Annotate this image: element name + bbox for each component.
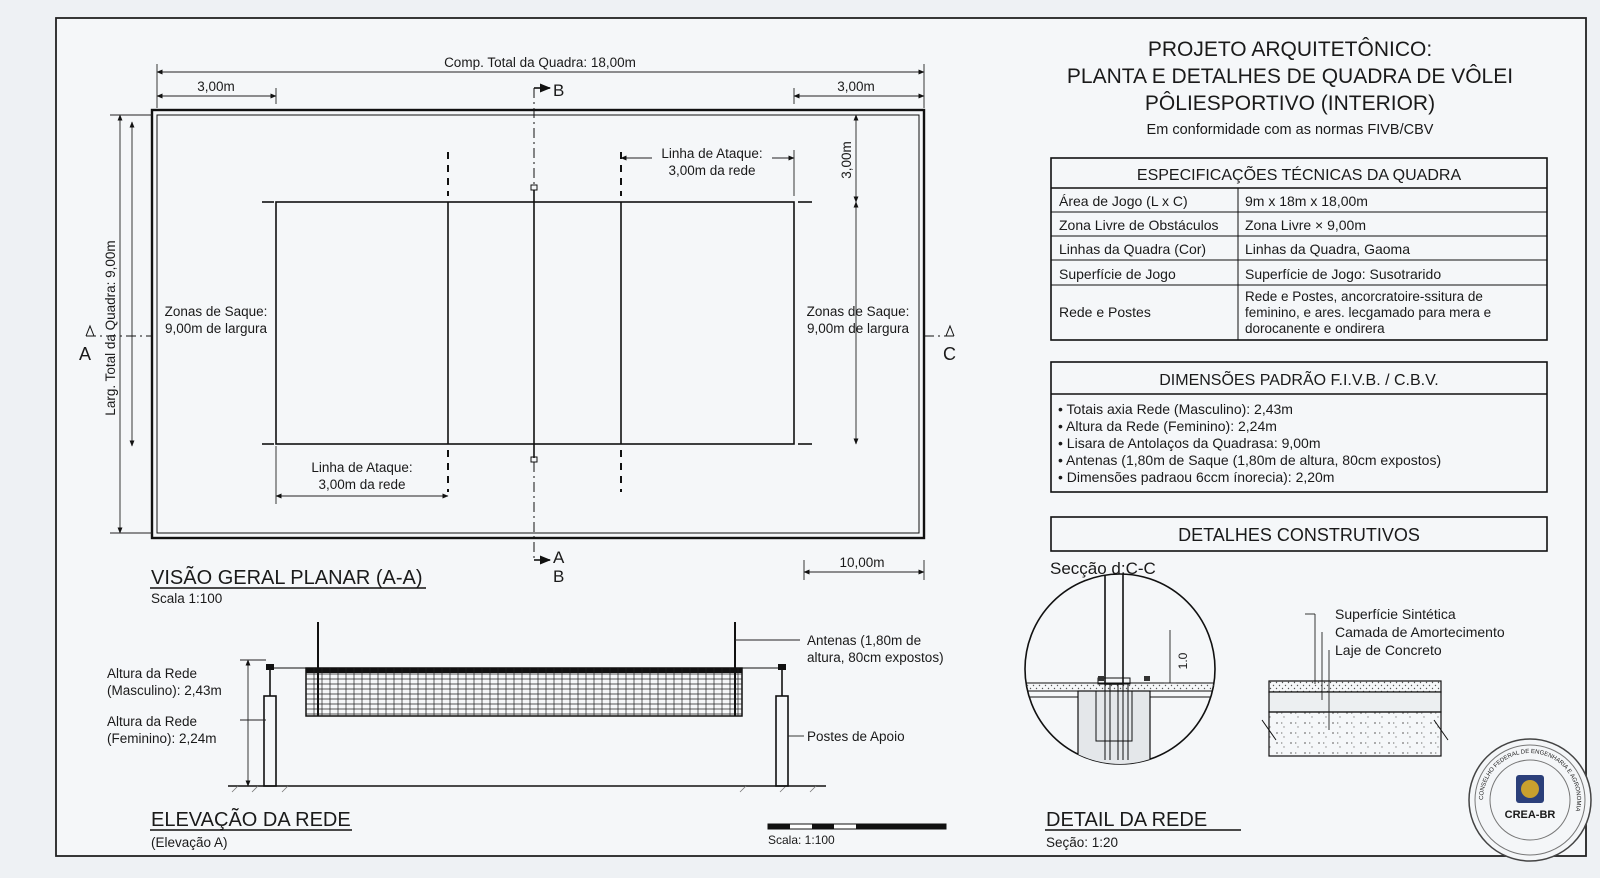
project-title-line3: PÔLIESPORTIVO (INTERIOR) [1145,92,1435,115]
project-title-line2: PLANTA E DETALHES DE QUADRA DE VÔLEI [1067,65,1513,88]
post-anchor-detail: 1.0 [1024,573,1216,765]
vertical-zone-dim: 3,00m [839,141,854,179]
antennas-sub: altura, 80cm expostos) [807,650,944,665]
layer-label: Camada de Amortecimento [1335,624,1505,640]
detail-scale: Seção: 1:20 [1046,835,1118,850]
post-dim-label: 1.0 [1176,652,1190,669]
serve-zone-right-sub: 9,00m de largura [807,321,910,336]
female-height-sub: (Feminino): 2,24m [107,731,217,746]
left-zone-dim: 3,00m [197,79,235,94]
spec-row-label: Área de Jogo (L x C) [1059,193,1188,209]
attack-line-bottom-sub: 3,00m da rede [318,477,405,492]
court-outline [275,201,795,445]
elevation-title: ELEVAÇÃO DA REDE [151,807,351,831]
layer-label: Laje de Concreto [1335,642,1442,658]
attack-line-bottom-label: Linha de Ataque: [311,460,412,475]
spec-row-value: feminino, e ares. lecgamado para mera e [1245,305,1491,320]
construction-title: DETALHES CONSTRUTIVOS [1178,525,1420,545]
female-height-label: Altura da Rede [107,714,197,729]
serve-zone-left-label: Zonas de Saque: [165,304,268,319]
elevation-subtitle: (Elevação A) [151,835,228,850]
antennas-label: Antenas (1,80m de [807,633,921,648]
net-mesh [305,667,743,717]
seal-name: CREA-BR [1505,809,1556,821]
male-height-sub: (Masculino): 2,43m [107,683,222,698]
title-block: PROJETO ARQUITETÔNICO: PLANTA E DETALHES… [1067,38,1513,138]
dimensions-title: DIMENSÕES PADRÃO F.I.V.B. / C.B.V. [1159,369,1439,389]
dimension-item: • Lisara de Antolaços da Quadrasa: 9,00m [1058,435,1321,451]
scale-bar [767,823,947,830]
construction-details: DETALHES CONSTRUTIVOS Secção d:C-C [1024,516,1548,850]
project-title-line1: PROJETO ARQUITETÔNICO: [1148,38,1432,61]
specs-title: ESPECIFICAÇÕES TÉCNICAS DA QUADRA [1137,164,1462,184]
serve-zone-left-sub: 9,00m de largura [165,321,268,336]
spec-row-label: Zona Livre de Obstáculos [1059,217,1219,233]
spec-row-value: 9m x 18m x 18,00m [1245,193,1368,209]
dimension-item: • Altura da Rede (Feminino): 2,24m [1058,418,1277,434]
male-height-label: Altura da Rede [107,666,197,681]
specs-table: ESPECIFICAÇÕES TÉCNICAS DA QUADRA Área d… [1050,157,1548,341]
dimension-item: • Dimensões padraou 6ccm ínorecia): 2,20… [1058,469,1334,485]
spec-row-label: Linhas da Quadra (Cor) [1059,241,1206,257]
spec-row-value: Rede e Postes, ancorcratoire-ssitura de [1245,289,1483,304]
free-zone-outline [150,108,926,540]
bottom-dim-label: 10,00m [839,555,884,570]
project-subtitle: Em conformidade com as normas FIVB/CBV [1147,122,1434,138]
serve-zone-right-label: Zonas de Saque: [807,304,910,319]
scale-bar-label: Scala: 1:100 [768,833,835,847]
crea-seal: CONSELHO FEDERAL DE ENGENHARIA E AGRONOM… [1468,738,1592,862]
net-elevation: Altura da Rede (Masculino): 2,43m Altura… [107,622,947,850]
spec-row-value: Superfície de Jogo: Susotrarido [1245,266,1441,282]
section-label: Secção d:C-C [1050,559,1156,578]
total-width-label: Larg. Total da Quadra: 9,00m [103,240,118,415]
spec-row-label: Superfície de Jogo [1059,266,1176,282]
spec-row-value: dorocanente e ondirera [1245,321,1385,336]
section-marker-a: A [79,344,91,364]
spec-row-value: Zona Livre × 9,00m [1245,217,1366,233]
attack-line-top-label: Linha de Ataque: [661,146,762,161]
section-marker-a-bottom: A [553,548,565,567]
section-marker-c: C [943,344,956,364]
section-marker-b-bottom: B [553,567,564,586]
dimensions-box: DIMENSÕES PADRÃO F.I.V.B. / C.B.V. • Tot… [1050,361,1548,493]
spec-row-value: Linhas da Quadra, Gaoma [1245,241,1410,257]
layer-label: Superfície Sintética [1335,606,1456,622]
detail-title: DETAIL DA REDE [1046,809,1207,831]
spec-row-label: Rede e Postes [1059,304,1151,320]
plan-view-title: VISÃO GERAL PLANAR (A-A) [151,565,423,589]
section-marker-b-top: B [553,81,564,100]
attack-line-top-sub: 3,00m da rede [668,163,755,178]
plan-view-scale: Scala 1:100 [151,591,222,606]
floor-layers-detail: Superfície Sintética Camada de Amortecim… [1261,606,1505,757]
posts-label: Postes de Apoio [807,729,905,744]
total-length-label: Comp. Total da Quadra: 18,00m [444,55,636,70]
dimension-item: • Antenas (1,80m de Saque (1,80m de altu… [1058,452,1441,468]
plan-view: B A B Comp. Total da Quadra: 18,00m 3,00… [79,55,958,606]
dimension-item: • Totais axia Rede (Masculino): 2,43m [1058,401,1293,417]
right-zone-dim: 3,00m [837,79,875,94]
